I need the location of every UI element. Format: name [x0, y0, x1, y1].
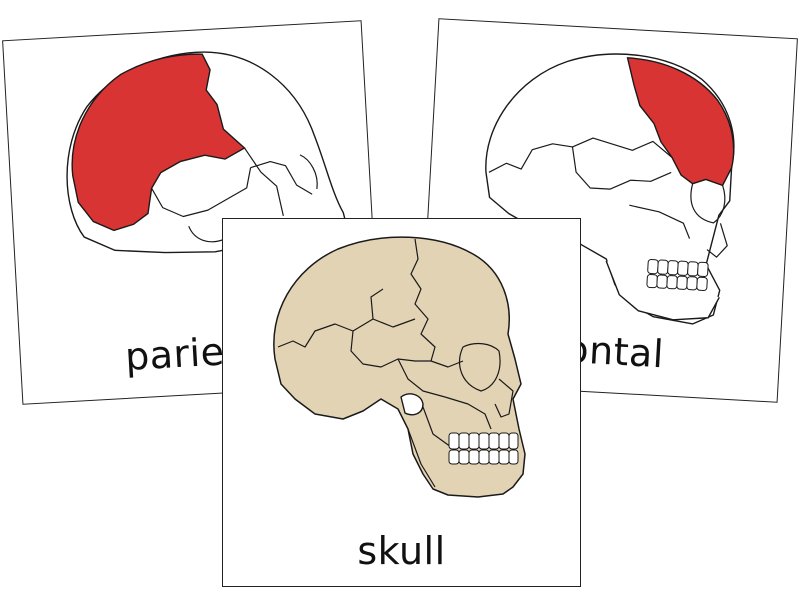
skull-teeth-upper: [448, 432, 519, 450]
frontal-bone: [626, 57, 735, 187]
parietal-skull-drawing: [66, 51, 351, 254]
card-parietal: parietal: [2, 20, 382, 405]
skull-drawing: [273, 236, 526, 498]
teeth-row-upper: [647, 258, 709, 277]
teeth-row-lower: [646, 273, 708, 291]
parietal-bone: [71, 53, 246, 232]
skull-shape: [273, 236, 526, 498]
card-skull: skull: [222, 218, 581, 587]
card-frontal: frontal: [418, 18, 798, 403]
card-label-skull: skull: [357, 529, 446, 573]
frontal-skull-drawing: [485, 53, 735, 325]
skull-teeth-lower: [448, 449, 519, 465]
